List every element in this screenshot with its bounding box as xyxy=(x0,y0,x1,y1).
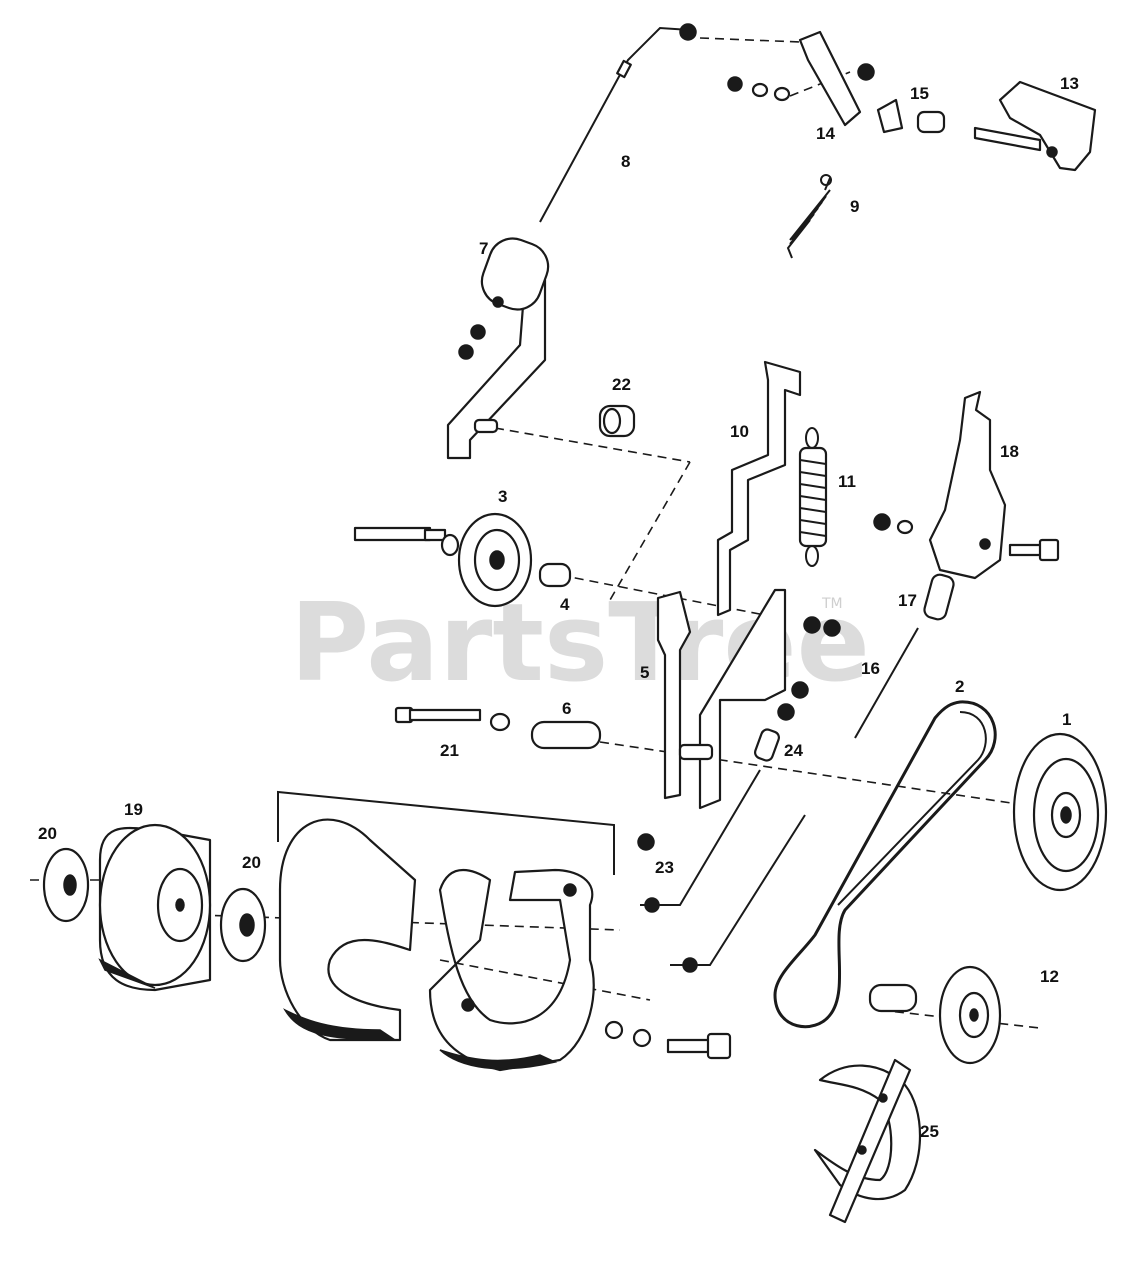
watermark-trademark: TM xyxy=(821,596,843,612)
callout-18: 18 xyxy=(1000,442,1019,461)
callout-17: 17 xyxy=(898,591,917,610)
part-1-pulley xyxy=(1012,732,1108,892)
part-7-lever-arm xyxy=(446,237,550,460)
part-24-pin xyxy=(754,728,780,762)
control-rods xyxy=(640,769,806,973)
callout-20-left: 20 xyxy=(38,824,57,843)
callout-22: 22 xyxy=(612,375,631,394)
callout-2: 2 xyxy=(955,677,964,696)
callout-5: 5 xyxy=(640,663,649,682)
callout-16: 16 xyxy=(861,659,880,678)
callout-9: 9 xyxy=(850,197,859,216)
part-6-bolt-spacer xyxy=(394,706,602,750)
part-20-flange-middle xyxy=(219,887,267,963)
callout-6: 6 xyxy=(562,699,571,718)
callout-19: 19 xyxy=(124,800,143,819)
callout-labels: 1 2 3 4 5 6 7 8 9 10 11 12 13 14 15 16 1… xyxy=(38,74,1079,1141)
callout-24: 24 xyxy=(784,741,803,760)
part-18-idler-arm xyxy=(873,390,1060,580)
callout-15: 15 xyxy=(910,84,929,103)
part-12-pulley xyxy=(868,965,1002,1065)
callout-13: 13 xyxy=(1060,74,1079,93)
callout-25: 25 xyxy=(920,1122,939,1141)
callout-1: 1 xyxy=(1062,710,1071,729)
part-15-knob xyxy=(876,98,946,134)
callout-11: 11 xyxy=(838,472,856,491)
part-16-rod xyxy=(854,627,919,739)
part-2-belt xyxy=(773,700,997,1029)
callout-7: 7 xyxy=(479,239,488,258)
part-20-flange-left xyxy=(42,847,90,923)
part-13-lever xyxy=(973,80,1097,172)
part-4-spacer xyxy=(538,562,572,588)
callout-3: 3 xyxy=(498,487,507,506)
brake-bands xyxy=(278,818,595,1072)
part-5-bracket xyxy=(656,588,841,810)
part-3-pulley xyxy=(353,512,533,608)
part-9-spring xyxy=(786,174,832,259)
callout-21: 21 xyxy=(440,741,459,760)
part-17-pin xyxy=(923,573,955,621)
callout-10: 10 xyxy=(730,422,749,441)
callout-20-middle: 20 xyxy=(242,853,261,872)
part-21-bracket-line xyxy=(277,790,615,875)
part-23-nut xyxy=(637,833,655,851)
callout-8: 8 xyxy=(621,152,630,171)
part-25-guard xyxy=(813,1058,921,1224)
part-22-bushing xyxy=(598,404,636,438)
part-8-rod xyxy=(539,23,697,223)
callout-12: 12 xyxy=(1040,967,1059,986)
part-10-bracket xyxy=(716,360,802,617)
callout-14: 14 xyxy=(816,124,835,143)
callout-23: 23 xyxy=(655,858,674,877)
part-11-spring xyxy=(798,427,828,567)
part-19-drum xyxy=(98,823,212,992)
callout-4: 4 xyxy=(560,595,570,614)
part-14-bracket xyxy=(727,30,875,127)
band-bolt xyxy=(604,1020,732,1060)
